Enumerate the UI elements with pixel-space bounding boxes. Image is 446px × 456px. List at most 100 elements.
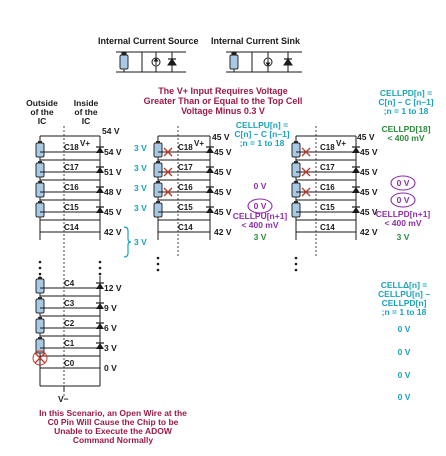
node-voltage: 9 V bbox=[104, 303, 117, 313]
pd-formula-3: ;n = 1 to 18 bbox=[384, 106, 429, 116]
node-voltage: 42 V bbox=[360, 227, 378, 237]
node-voltage: 45 V bbox=[104, 207, 122, 217]
pin-label: C16 bbox=[178, 183, 193, 192]
middle-vplus: V+ bbox=[194, 139, 204, 148]
left-vminus: V− bbox=[58, 394, 69, 404]
node-voltage: 54 V bbox=[104, 147, 122, 157]
node-voltage: 48 V bbox=[104, 187, 122, 197]
pin-label: C18 bbox=[320, 143, 335, 152]
right-top-voltage: 45 V bbox=[357, 132, 375, 142]
current-source-icon bbox=[116, 51, 186, 73]
battery-cell-icon bbox=[35, 316, 45, 334]
left-top-voltage: 54 V bbox=[102, 126, 120, 136]
battery-cell-icon bbox=[35, 276, 45, 294]
headline-line-2: Greater Than or Equal to the Top Cell bbox=[144, 96, 303, 106]
open-wire-x-icon bbox=[163, 147, 173, 157]
pin-label: C17 bbox=[178, 163, 193, 172]
node-voltage: 45 V bbox=[360, 207, 378, 217]
battery-cell-icon bbox=[153, 160, 163, 178]
delta-line-4: ;n = 1 to 18 bbox=[382, 307, 427, 317]
delta-value-2: 0 V bbox=[398, 347, 411, 357]
battery-cell-icon bbox=[153, 180, 163, 198]
headline-line-1: The V+ Input Requires Voltage bbox=[158, 86, 288, 96]
left-vplus: V+ bbox=[80, 139, 90, 148]
inside-label-2: of the bbox=[74, 107, 97, 117]
right-vplus: V+ bbox=[336, 139, 346, 148]
pu-formula-2: C[n] – C [n–1] bbox=[234, 129, 289, 139]
pu-formula-3: ;n = 1 to 18 bbox=[240, 138, 285, 148]
inside-label-1: Inside bbox=[74, 98, 99, 108]
node-voltage: 45 V bbox=[214, 147, 232, 157]
cell-voltage: 3 V bbox=[134, 143, 147, 153]
delta-value-1: 0 V bbox=[398, 324, 411, 334]
pd-formula-1: CELLPD[n] = bbox=[380, 88, 432, 98]
pd18-line-2: < 400 mV bbox=[387, 133, 424, 143]
delta-line-2: CELLPU[n] – bbox=[378, 289, 430, 299]
delta-line-3: CELLPD[n] bbox=[382, 298, 427, 308]
battery-cell-icon bbox=[35, 200, 45, 218]
pd-result-1-highlight bbox=[390, 175, 416, 191]
outside-label-3: IC bbox=[38, 116, 47, 126]
node-voltage: 42 V bbox=[214, 227, 232, 237]
inside-label-3: IC bbox=[82, 116, 91, 126]
pd-note-2: < 400 mV bbox=[384, 218, 421, 228]
delta-value-3: 0 V bbox=[398, 370, 411, 380]
open-wire-x-icon bbox=[163, 187, 173, 197]
open-wire-x-icon bbox=[163, 167, 173, 177]
pu-formula-1: CELLPU[n] = bbox=[236, 120, 288, 130]
delta-line-1: CELLΔ[n] = bbox=[381, 280, 428, 290]
outside-label-2: of the bbox=[30, 107, 53, 117]
delta-block: CELLΔ[n] = CELLPU[n] – CELLPD[n] ;n = 1 … bbox=[378, 280, 430, 402]
legend-sink-label: Internal Current Sink bbox=[211, 36, 301, 46]
open-wire-x-icon bbox=[301, 187, 311, 197]
node-voltage: 0 V bbox=[104, 363, 117, 373]
node-voltage: 51 V bbox=[104, 167, 122, 177]
battery-cell-icon bbox=[153, 200, 163, 218]
middle-top-voltage: 45 V bbox=[212, 132, 230, 142]
pin-label: C0 bbox=[64, 359, 75, 368]
node-voltage: 12 V bbox=[104, 283, 122, 293]
pu-result-3: 3 V bbox=[254, 232, 267, 242]
node-voltage: 42 V bbox=[104, 227, 122, 237]
node-voltage: 45 V bbox=[214, 167, 232, 177]
pd-result-2-highlight bbox=[390, 192, 416, 208]
pin-label: C15 bbox=[178, 203, 193, 212]
pu-note-2: < 400 mV bbox=[241, 220, 278, 230]
pin-label: C17 bbox=[320, 163, 335, 172]
ellipsis-icon bbox=[294, 256, 298, 272]
pin-label: C17 bbox=[64, 163, 79, 172]
pu-result-2: 0 V bbox=[254, 201, 267, 211]
pd18-line-1: CELLPD[18] bbox=[381, 124, 430, 134]
node-voltage: 3 V bbox=[104, 343, 117, 353]
battery-cell-icon bbox=[291, 180, 301, 198]
pin-label: C16 bbox=[64, 183, 79, 192]
pd-result-3: 3 V bbox=[397, 232, 410, 242]
pin-label: C1 bbox=[64, 339, 75, 348]
legend: Internal Current Source Internal Current… bbox=[98, 36, 302, 73]
pin-label: C16 bbox=[320, 183, 335, 192]
open-wire-x-icon bbox=[301, 147, 311, 157]
node-voltage: 45 V bbox=[214, 207, 232, 217]
battery-cell-icon bbox=[291, 160, 301, 178]
pd-result-1: 0 V bbox=[397, 178, 410, 188]
pd-formula-2: C[n] – C [n–1] bbox=[378, 97, 433, 107]
pin-label: C14 bbox=[320, 223, 335, 232]
pin-label: C15 bbox=[64, 203, 79, 212]
pin-label: C2 bbox=[64, 319, 75, 328]
open-wire-x-icon bbox=[32, 350, 48, 366]
current-sink-icon bbox=[226, 51, 302, 73]
footer-line-2: C0 Pin Will Cause the Chip to be bbox=[48, 417, 179, 427]
node-voltage: 45 V bbox=[360, 167, 378, 177]
left-bracket-label: 3 V bbox=[134, 237, 147, 247]
pin-label: C15 bbox=[320, 203, 335, 212]
cell-voltage: 3 V bbox=[134, 203, 147, 213]
headline: The V+ Input Requires Voltage Greater Th… bbox=[144, 86, 303, 116]
node-voltage: 45 V bbox=[214, 187, 232, 197]
cell-voltage: 3 V bbox=[134, 163, 147, 173]
ellipsis-icon bbox=[156, 256, 160, 272]
battery-cell-icon bbox=[291, 200, 301, 218]
footer-line-3: Unable to Execute the ADOW bbox=[54, 426, 173, 436]
battery-cell-icon bbox=[35, 180, 45, 198]
pu-note-1: CELLPU[n+1] bbox=[233, 211, 288, 221]
node-voltage: 6 V bbox=[104, 323, 117, 333]
